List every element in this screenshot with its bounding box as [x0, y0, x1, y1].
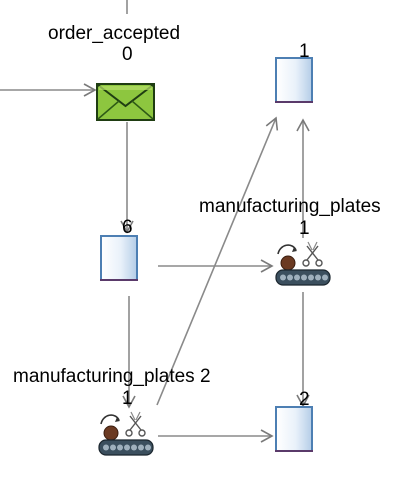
- place-middle[interactable]: [100, 235, 138, 281]
- order-accepted-count: 0: [122, 44, 133, 65]
- place-bottom-right[interactable]: [275, 406, 313, 452]
- manufacturing-plates-label: manufacturing_plates: [199, 196, 381, 217]
- place-top-right[interactable]: [275, 57, 313, 103]
- place-top-right-count: 1: [299, 41, 310, 62]
- manufacturing-plates-2-label: manufacturing_plates 2: [13, 366, 211, 387]
- conveyor-machine-icon[interactable]: [98, 411, 154, 456]
- place-bottom-right-count: 2: [299, 389, 310, 410]
- envelope-icon[interactable]: [96, 83, 155, 121]
- arc-manufacturing-plates-2-to-place-1: [156, 116, 279, 406]
- order-accepted-label: order_accepted: [48, 23, 181, 44]
- conveyor-machine-icon[interactable]: [275, 241, 331, 286]
- manufacturing-plates-count: 1: [299, 218, 310, 239]
- manufacturing-plates-2-count: 1: [122, 388, 133, 409]
- place-middle-count: 6: [122, 217, 133, 238]
